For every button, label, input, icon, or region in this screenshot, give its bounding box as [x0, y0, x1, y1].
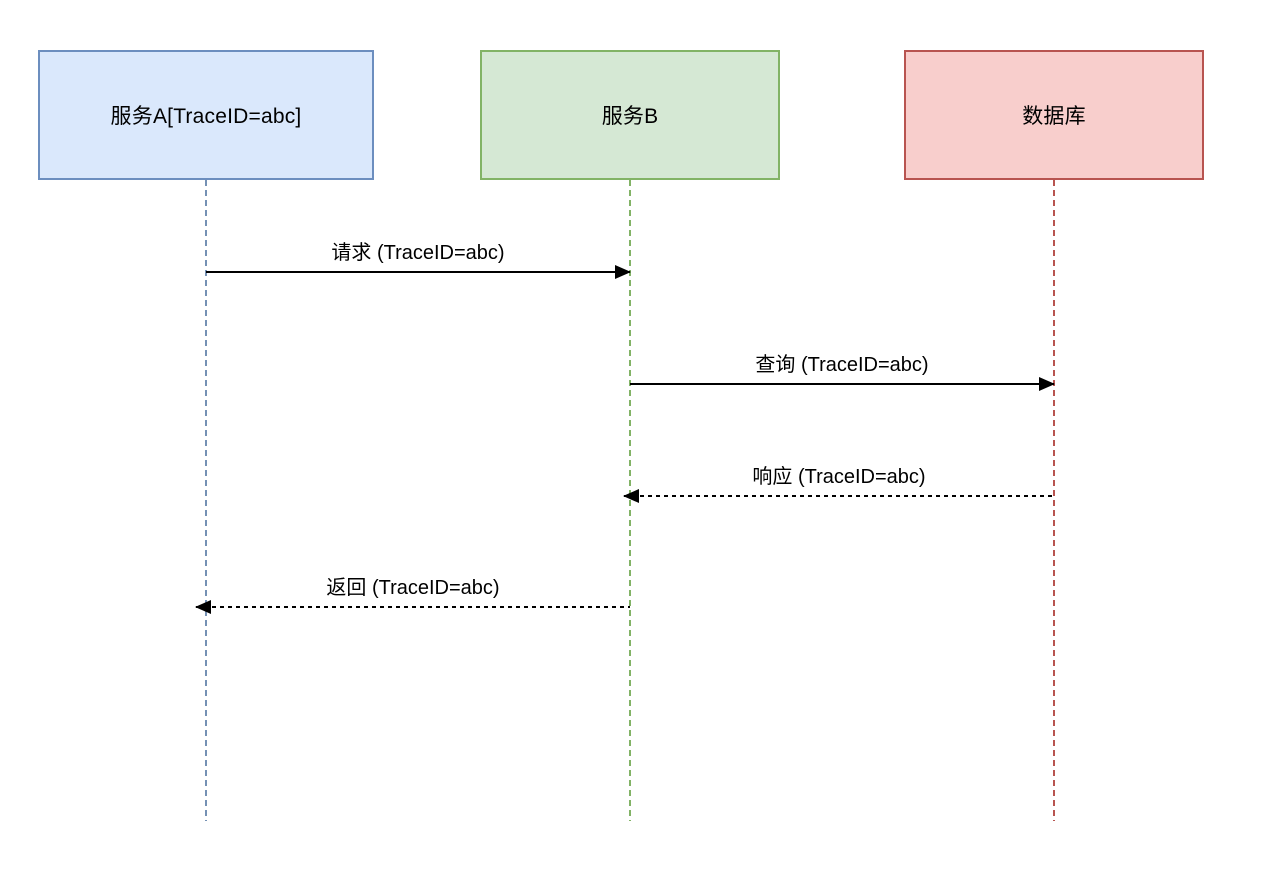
lifeline-database	[1053, 180, 1055, 821]
participant-service-a: 服务A[TraceID=abc]	[38, 50, 374, 180]
participant-label-database: 数据库	[1022, 105, 1086, 128]
lifeline-service-a	[205, 180, 207, 821]
participant-database: 数据库	[904, 50, 1204, 180]
message-return-b-to-a: 返回 (TraceID=abc)	[195, 572, 630, 614]
message-line	[206, 271, 630, 273]
message-line	[196, 606, 630, 608]
message-label: 查询 (TraceID=abc)	[755, 354, 929, 376]
participant-label-service-b: 服务B	[601, 105, 659, 128]
message-label: 请求 (TraceID=abc)	[331, 242, 505, 264]
message-label: 返回 (TraceID=abc)	[326, 577, 500, 599]
message-line	[624, 495, 1054, 497]
arrowhead-right-icon	[1039, 377, 1055, 391]
message-line	[630, 383, 1054, 385]
message-request-a-to-b: 请求 (TraceID=abc)	[206, 237, 631, 279]
arrowhead-left-icon	[195, 600, 211, 614]
arrowhead-right-icon	[615, 265, 631, 279]
participant-label-service-a: 服务A[TraceID=abc]	[110, 105, 302, 128]
arrowhead-left-icon	[623, 489, 639, 503]
participant-service-b: 服务B	[480, 50, 780, 180]
message-label: 响应 (TraceID=abc)	[752, 466, 926, 488]
message-query-b-to-db: 查询 (TraceID=abc)	[630, 349, 1055, 391]
message-response-db-to-b: 响应 (TraceID=abc)	[623, 461, 1054, 503]
